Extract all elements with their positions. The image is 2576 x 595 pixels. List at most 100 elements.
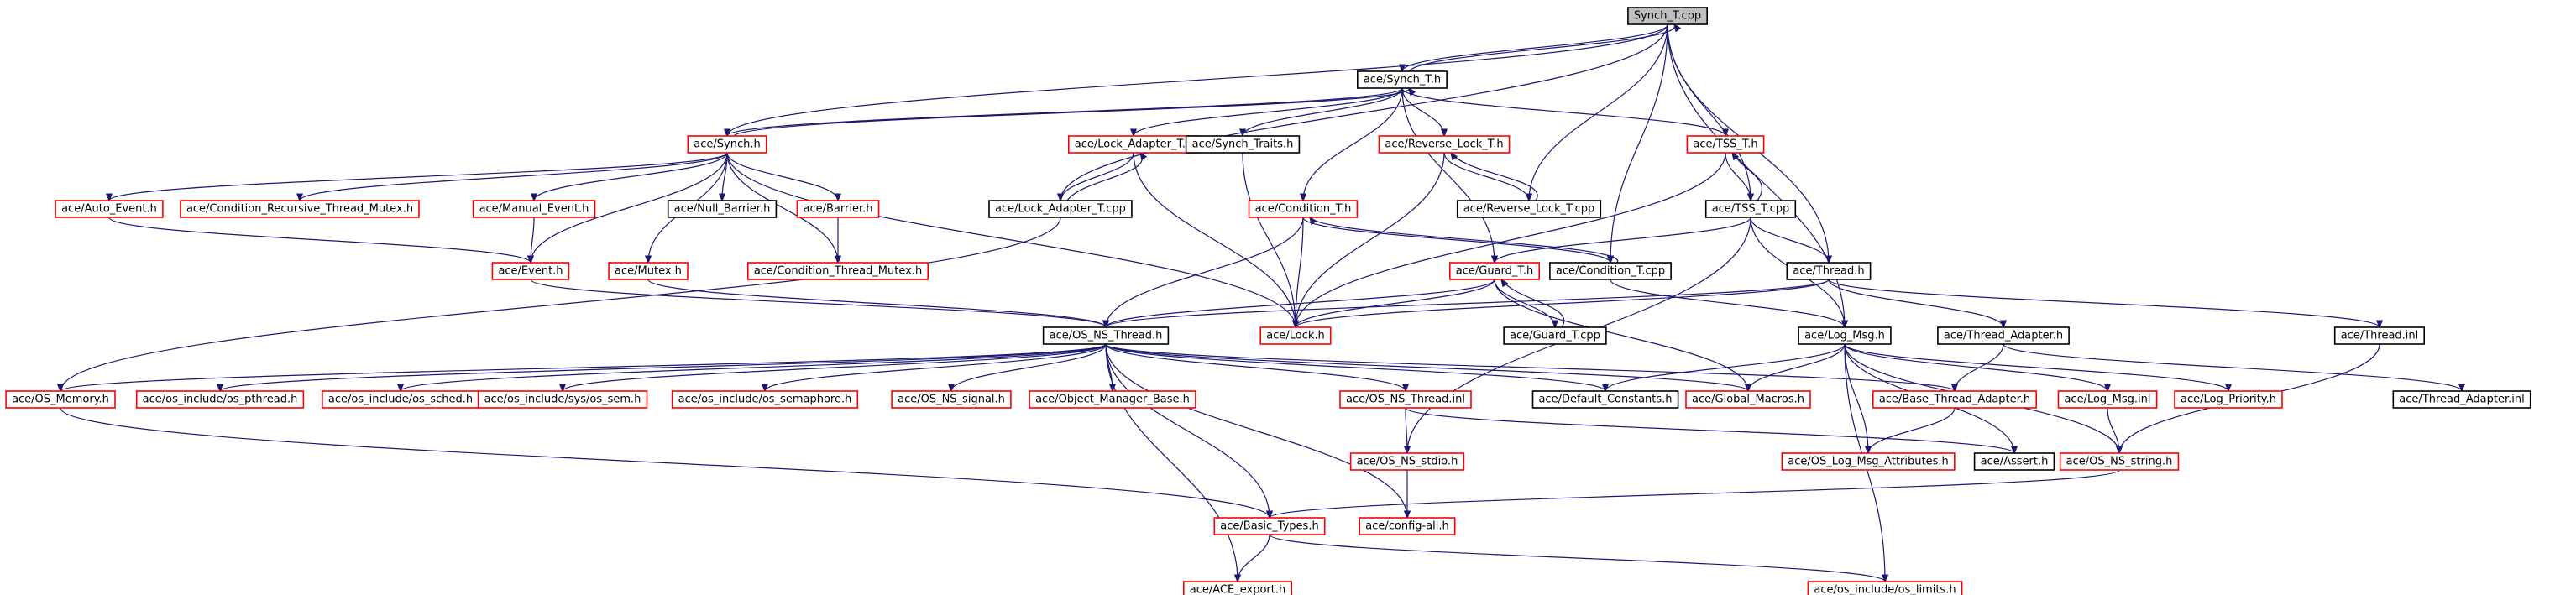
include-edge [1238, 534, 1270, 582]
graph-node[interactable]: ace/Event.h [491, 262, 570, 280]
graph-node[interactable]: ace/Reverse_Lock_T.h [1378, 135, 1511, 154]
svg-text:ace/Condition_Thread_Mutex.h: ace/Condition_Thread_Mutex.h [754, 265, 922, 278]
include-edge [60, 343, 1107, 391]
include-edge [1725, 152, 1751, 201]
include-edge [1242, 152, 1296, 327]
graph-node[interactable]: ace/Log_Msg.inl [2057, 390, 2158, 409]
include-edge [1269, 534, 1885, 582]
svg-text:ace/os_include/os_semaphore.h: ace/os_include/os_semaphore.h [678, 394, 852, 406]
graph-node[interactable]: ace/OS_NS_stdio.h [1349, 452, 1465, 471]
svg-text:ace/Thread.h: ace/Thread.h [1793, 265, 1864, 278]
include-edge [726, 152, 838, 263]
include-edge [1105, 343, 1955, 391]
graph-node[interactable]: ace/OS_NS_Thread.h [1042, 326, 1170, 345]
include-edge [1868, 407, 1956, 453]
graph-node[interactable]: ace/Condition_Recursive_Thread_Mutex.h [180, 200, 420, 218]
include-edge [530, 279, 1106, 327]
svg-text:ace/TSS_T.h: ace/TSS_T.h [1693, 138, 1757, 151]
graph-node[interactable]: ace/OS_Memory.h [5, 390, 116, 409]
graph-node[interactable]: ace/Thread_Adapter.inl [2392, 390, 2531, 409]
graph-node[interactable]: ace/Lock.h [1259, 326, 1332, 345]
graph-node[interactable]: ace/Basic_Types.h [1213, 517, 1326, 535]
graph-node[interactable]: ace/Condition_T.cpp [1549, 262, 1672, 280]
graph-node[interactable]: ace/Global_Macros.h [1685, 390, 1811, 409]
svg-text:ace/Condition_T.cpp: ace/Condition_T.cpp [1556, 265, 1665, 278]
graph-node[interactable]: ace/os_include/os_sched.h [322, 390, 479, 409]
include-edge [1495, 217, 1751, 263]
include-edge [1402, 23, 1668, 71]
graph-node[interactable]: ace/OS_NS_string.h [2059, 452, 2180, 471]
include-edge [1401, 87, 1444, 136]
include-edge [1296, 152, 1726, 327]
graph-node[interactable]: ace/Null_Barrier.h [667, 200, 778, 218]
graph-node[interactable]: ace/Log_Priority.h [2174, 390, 2283, 409]
graph-node[interactable]: ace/Synch_T.h [1357, 70, 1448, 89]
graph-node[interactable]: ace/Lock_Adapter_T.h [1068, 135, 1200, 154]
svg-text:ace/Barrier.h: ace/Barrier.h [804, 203, 873, 216]
graph-node[interactable]: ace/Lock_Adapter_T.cpp [988, 200, 1133, 218]
graph-node[interactable]: ace/Condition_Thread_Mutex.h [746, 262, 929, 280]
include-edge [1105, 343, 1748, 391]
include-edge [2107, 407, 2119, 453]
include-edge [1106, 217, 1304, 327]
svg-text:ace/Mutex.h: ace/Mutex.h [615, 265, 682, 278]
graph-node[interactable]: ace/Thread.inl [2333, 326, 2425, 345]
include-edge [1750, 217, 1829, 263]
graph-node[interactable]: ace/Synch.h [687, 135, 767, 154]
graph-node[interactable]: ace/Base_Thread_Adapter.h [1872, 390, 2038, 409]
include-edge [726, 152, 1296, 327]
svg-text:ace/Thread.inl: ace/Thread.inl [2341, 330, 2419, 342]
include-edge [1443, 152, 1529, 201]
svg-text:ace/Assert.h: ace/Assert.h [1981, 456, 2049, 468]
graph-node[interactable]: ace/os_include/os_semaphore.h [671, 390, 859, 409]
include-edge [1828, 279, 2003, 327]
graph-node[interactable]: ace/OS_NS_Thread.inl [1339, 390, 1472, 409]
graph-node[interactable]: Synch_T.cpp [1627, 7, 1709, 25]
graph-node[interactable]: ace/Object_Manager_Base.h [1029, 390, 1196, 409]
graph-node[interactable]: ace/Mutex.h [608, 262, 689, 280]
graph-node[interactable]: ace/Condition_T.h [1248, 200, 1359, 218]
graph-node[interactable]: ace/os_include/os_limits.h [1807, 581, 1963, 595]
include-edge [1310, 217, 1618, 264]
graph-node[interactable]: ace/Manual_Event.h [472, 200, 596, 218]
svg-text:ace/ACE_export.h: ace/ACE_export.h [1190, 584, 1285, 595]
graph-node[interactable]: ace/Thread_Adapter.h [1937, 326, 2070, 345]
graph-node[interactable]: ace/Log_Msg.h [1798, 326, 1892, 345]
graph-node[interactable]: ace/ACE_export.h [1183, 581, 1293, 595]
graph-node[interactable]: ace/Guard_T.cpp [1503, 326, 1607, 345]
svg-text:ace/Reverse_Lock_T.cpp: ace/Reverse_Lock_T.cpp [1463, 203, 1595, 216]
include-edge [60, 407, 1270, 518]
graph-node[interactable]: ace/Assert.h [1973, 452, 2055, 471]
graph-node[interactable]: ace/OS_Log_Msg_Attributes.h [1781, 452, 1956, 471]
include-edge [60, 217, 1061, 391]
graph-node[interactable]: ace/Default_Constants.h [1531, 390, 1679, 409]
include-edge [727, 23, 1668, 136]
svg-text:ace/Synch_Traits.h: ace/Synch_Traits.h [1192, 138, 1294, 151]
graph-node[interactable]: ace/Barrier.h [796, 200, 880, 218]
graph-node[interactable]: ace/config-all.h [1359, 517, 1456, 535]
include-edge [563, 343, 1107, 391]
include-edge [1401, 87, 1495, 263]
svg-text:ace/OS_Log_Msg_Attributes.h: ace/OS_Log_Msg_Attributes.h [1788, 456, 1948, 468]
graph-node[interactable]: ace/Auto_Event.h [55, 200, 164, 218]
svg-text:ace/Manual_Event.h: ace/Manual_Event.h [479, 203, 589, 216]
graph-node[interactable]: ace/os_include/sys/os_sem.h [477, 390, 648, 409]
graph-node[interactable]: ace/Thread.h [1786, 262, 1872, 280]
graph-node[interactable]: ace/Guard_T.h [1449, 262, 1541, 280]
svg-text:ace/os_include/sys/os_sem.h: ace/os_include/sys/os_sem.h [484, 394, 641, 406]
include-edge [1105, 343, 1407, 518]
graph-node[interactable]: ace/Synch_Traits.h [1185, 135, 1301, 154]
include-edge [1667, 23, 1845, 327]
graph-node[interactable]: ace/TSS_T.h [1686, 135, 1765, 154]
graph-node[interactable]: ace/OS_NS_signal.h [891, 390, 1012, 409]
include-edge [300, 152, 728, 201]
svg-text:ace/TSS_T.cpp: ace/TSS_T.cpp [1712, 203, 1790, 216]
graph-node[interactable]: ace/os_include/os_pthread.h [135, 390, 305, 409]
svg-text:ace/Lock_Adapter_T.h: ace/Lock_Adapter_T.h [1075, 138, 1192, 151]
include-edge [1610, 279, 1845, 327]
include-edge [765, 343, 1107, 391]
graph-node[interactable]: ace/Reverse_Lock_T.cpp [1456, 200, 1602, 218]
svg-text:ace/Reverse_Lock_T.h: ace/Reverse_Lock_T.h [1385, 138, 1503, 151]
include-edge [1844, 343, 2107, 391]
graph-node[interactable]: ace/TSS_T.cpp [1704, 200, 1797, 218]
